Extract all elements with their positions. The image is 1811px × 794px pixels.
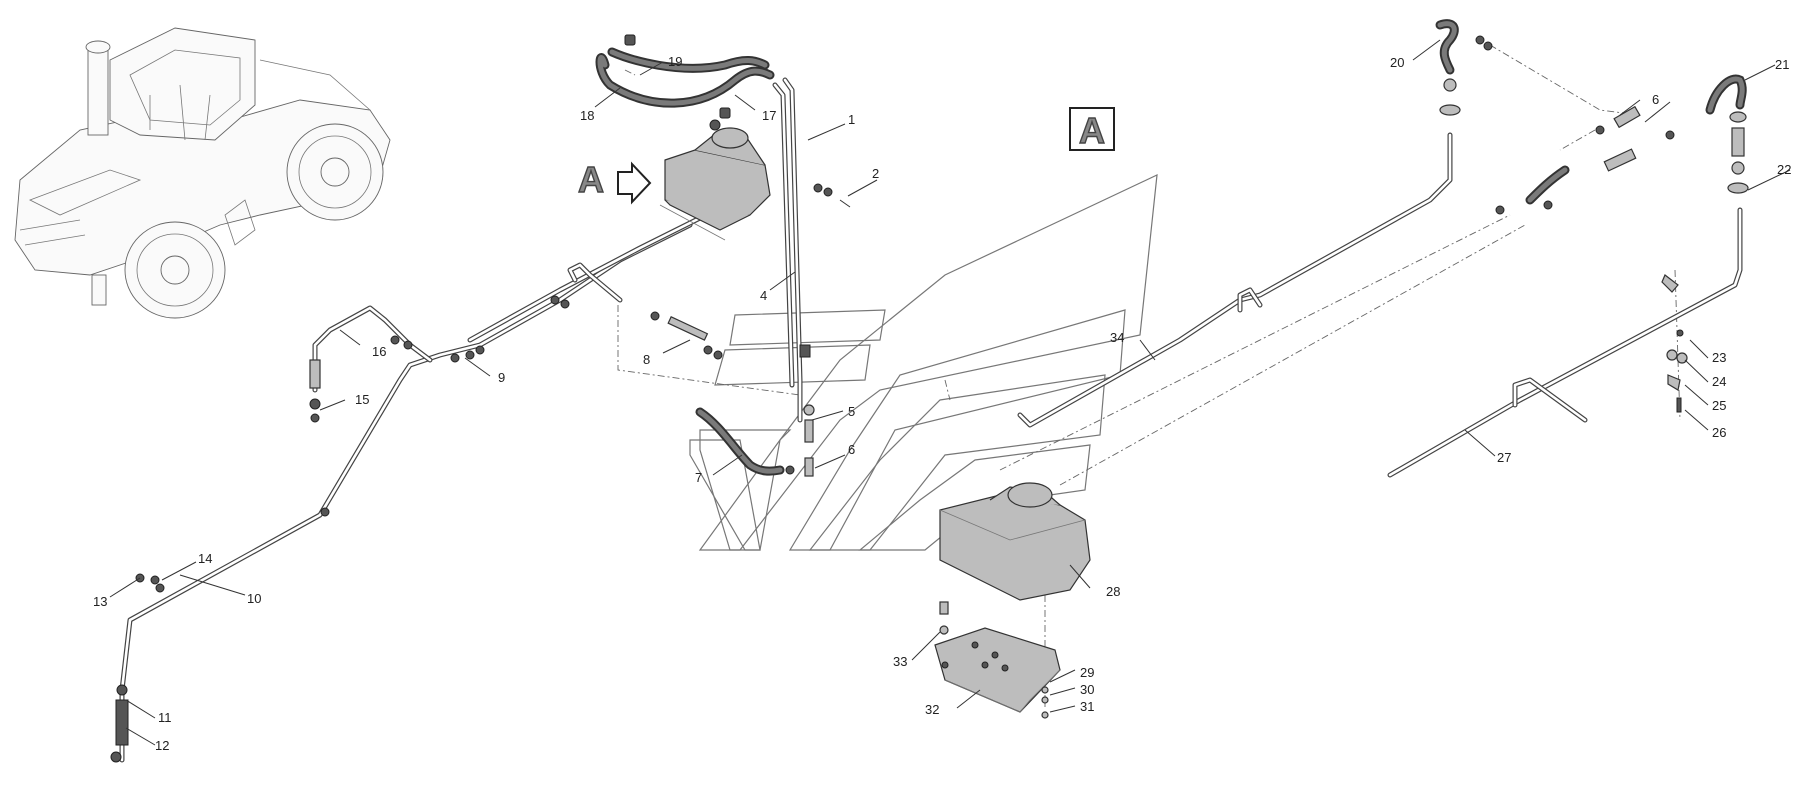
callout-8: 8 [643,352,650,367]
callout-33: 33 [893,654,907,669]
callout-7: 7 [695,470,702,485]
center-fittings [110,119,851,763]
callout-22: 22 [1777,162,1791,177]
fuel-filter-unit-upper [659,127,771,241]
callout-18: 18 [580,108,594,123]
callout-26: 26 [1712,425,1726,440]
callout-34: 34 [1110,330,1124,345]
callout-16: 16 [372,344,386,359]
view-a-arrow: A [577,158,652,205]
vertical-fuel-pipe [772,77,803,423]
callout-20: 20 [1390,55,1404,70]
tractor-illustration [14,27,391,319]
callout-25: 25 [1712,398,1726,413]
callout-28: 28 [1106,584,1120,599]
view-a-arrow-letter: A [578,159,604,200]
callout-11: 11 [158,710,172,725]
background-frame-outlines [689,174,1158,551]
callout-21: 21 [1775,57,1789,72]
view-direction-arrow-icon [617,161,652,205]
view-a-marker: A [1069,107,1115,152]
callout-13: 13 [93,594,107,609]
callout-10: 10 [247,591,261,606]
fuel-filter-unit-28 [939,482,1091,601]
callout-27: 27 [1497,450,1511,465]
hose-7 [695,407,785,476]
right-fittings [1435,19,1749,413]
hose-bundle-top [595,34,775,119]
callout-17: 17 [762,108,776,123]
callout-30: 30 [1080,682,1094,697]
fuel-lines-right [1017,132,1743,478]
assembly-centerlines [617,44,1681,710]
callout-6-right: 6 [1652,92,1659,107]
callout-19: 19 [668,54,682,69]
mounting-bracket-32 [934,601,1061,719]
callout-leader-lines [109,39,1791,746]
callout-32: 32 [925,702,939,717]
callout-6-center: 6 [848,442,855,457]
callout-2: 2 [872,166,879,181]
callout-5: 5 [848,404,855,419]
callout-4: 4 [760,288,767,303]
callout-24: 24 [1712,374,1726,389]
callout-15: 15 [355,392,369,407]
callout-12: 12 [155,738,169,753]
view-a-marker-letter: A [1079,110,1105,151]
callout-9: 9 [498,370,505,385]
callout-1: 1 [848,112,855,127]
callout-23: 23 [1712,350,1726,365]
callout-29: 29 [1080,665,1094,680]
callout-31: 31 [1080,699,1094,714]
callout-labels: 1 2 4 5 6 6 7 8 9 10 11 12 13 14 15 16 1… [93,54,1791,753]
callout-14: 14 [198,551,212,566]
